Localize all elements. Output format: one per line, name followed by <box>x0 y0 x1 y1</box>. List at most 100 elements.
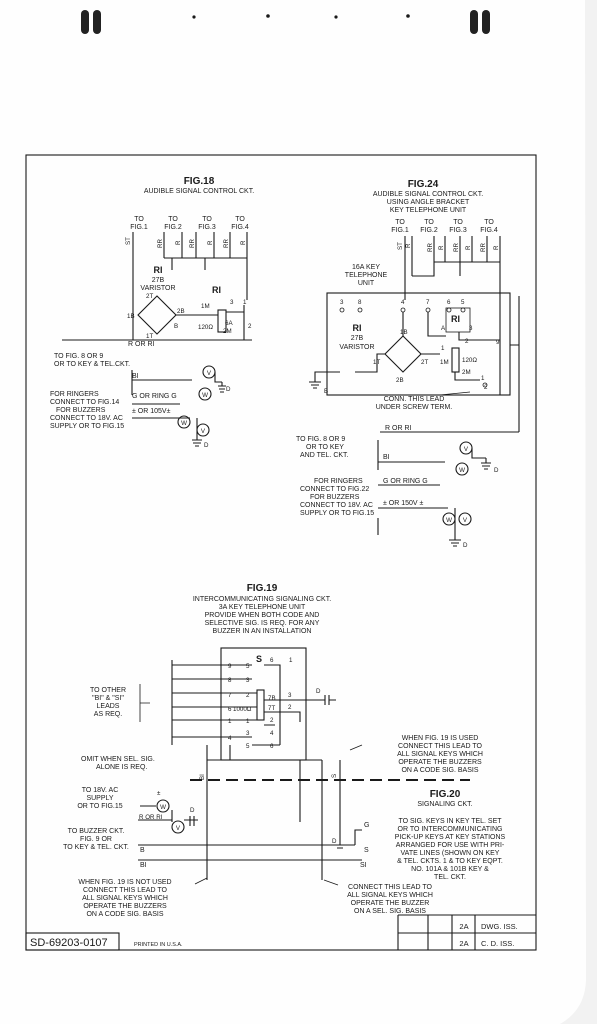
fig20-group: FIG.20 SIGNALING CKT. TO 18V. AC SUPPLY … <box>63 787 505 918</box>
printed-label: PRINTED IN U.S.A. <box>134 942 183 948</box>
fig19-inner-pin: 3 <box>246 677 250 684</box>
fig24-terminal: 5 <box>461 299 465 306</box>
fig24-output-leads <box>377 440 448 535</box>
fig19-d: D <box>316 688 321 695</box>
fig19-coil <box>256 689 265 721</box>
fig19-pin: 8 <box>228 677 232 684</box>
fig24-r1-relay: RI <box>451 314 460 324</box>
fig19-when-used: OPERATE THE BUZZERS <box>398 759 482 766</box>
fig20-sig-keys: TEL. CKT. <box>434 874 466 881</box>
revision-code: 2A <box>459 922 468 931</box>
fig19-capacitor <box>310 695 336 705</box>
fig24-screw <box>339 307 345 313</box>
revision-label: C. D. ISS. <box>481 939 514 948</box>
fig19-right-pin: 2 <box>270 717 274 724</box>
fig19-inner-pin: 1 <box>246 718 250 725</box>
fig19-other-leads: LEADS <box>97 703 120 710</box>
fig18-terminal: 2T <box>146 293 153 300</box>
fig18-v2: V <box>201 428 206 435</box>
binder-hole-2 <box>93 10 101 34</box>
fig24-to-label: FIG.2 <box>420 227 438 234</box>
fig24-to-label: TO <box>424 219 434 226</box>
fig18-r1: RI <box>154 265 163 275</box>
fig20-input-wiring <box>138 805 198 826</box>
fig24-lead-wires <box>404 236 501 300</box>
drawing-number: SD-69203-0107 <box>30 937 108 949</box>
fig24-lead-label: R <box>405 243 412 248</box>
fig24-w: W <box>459 467 465 474</box>
fig24-ringers: SUPPLY OR TO FIG.15 <box>300 510 374 517</box>
fig24-varistor: VARISTOR <box>339 344 374 351</box>
fig20-not-used: ALL SIGNAL KEYS WHICH <box>82 895 168 902</box>
fig19-inner-pin: 2 <box>246 692 250 699</box>
fig24-terminal: 6 <box>447 299 451 306</box>
fig24-unit: TELEPHONE <box>345 272 388 279</box>
fig18-lead-bi: BI <box>132 373 139 380</box>
fig18-varistor-bridge <box>137 295 177 335</box>
fig24-terminal: 2B <box>396 377 404 384</box>
fig18-terminal: 3 <box>230 299 234 306</box>
fig24-terminal: 2M <box>462 369 471 376</box>
punch-mark <box>406 14 410 18</box>
fig20-not-used: OPERATE THE BUZZERS <box>83 903 167 910</box>
fig18-to-label: TO <box>235 216 245 223</box>
fig24-ground-2 <box>449 508 461 547</box>
fig19-s-lead: S <box>331 774 338 778</box>
fig20-wattmeter <box>156 799 170 813</box>
fig19-internal-wiring <box>172 664 310 746</box>
fig24-unit: UNIT <box>358 280 375 287</box>
binder-hole-1 <box>81 10 89 34</box>
revision-grid <box>397 914 536 950</box>
fig18-to-label: FIG.1 <box>130 224 148 231</box>
fig24-varistor-code: 27B <box>351 335 364 342</box>
fig20-sig-keys: & TEL. CKTS. 1 & TO KEY EQPT. <box>397 858 503 865</box>
fig20-arrow-right <box>323 879 339 886</box>
fig19-subtitle: BUZZER IN AN INSTALLATION <box>213 628 312 635</box>
fig19-out-pin: 2 <box>288 704 292 711</box>
fig19-group: FIG.19 INTERCOMMUNICATING SIGNALING CKT.… <box>81 583 483 860</box>
fig19-other-leads: "BI" & "SI" <box>92 695 124 702</box>
fig18-group: FIG.18 AUDIBLE SIGNAL CONTROL CKT. TO FI… <box>50 176 254 449</box>
fig19-right-pin: 6 <box>270 743 274 750</box>
fig19-right-pin: 7T <box>268 705 275 712</box>
fig24-note-key: OR TO KEY <box>306 444 344 451</box>
fig20-sig-keys: ARRANGED FOR USE WITH PRI- <box>396 842 505 849</box>
fig24-unit-box <box>326 292 511 396</box>
fig19-subtitle: PROVIDE WHEN BOTH CODE AND <box>205 612 320 619</box>
fig24-terminal: 1 <box>481 375 485 382</box>
fig19-pin: 4 <box>228 735 232 742</box>
fig24-lead-label: R <box>465 245 472 250</box>
fig19-inner-pin: 3 <box>246 730 250 737</box>
fig18-to-label: FIG.2 <box>164 224 182 231</box>
fig24-ground-b <box>309 371 340 389</box>
fig18-varistor-code: 27B <box>152 277 165 284</box>
fig18-bus <box>164 257 248 300</box>
fig24-terminal: 1B <box>400 329 408 336</box>
fig20-b-lead: B <box>140 847 145 854</box>
fig24-ringers: CONNECT TO 18V. AC <box>300 502 373 509</box>
fig24-terminal: 9 <box>496 339 500 346</box>
fig24-lead-150: ± OR 150V ± <box>383 500 424 507</box>
fig24-voltmeter-2 <box>458 512 472 526</box>
fig19-pin: 9 <box>228 663 232 670</box>
fig18-note-key2: OR TO KEY & TEL.CKT. <box>54 361 130 368</box>
fig24-note-key: TO FIG. 8 OR 9 <box>296 436 345 443</box>
fig24-terminal: 1M <box>440 359 449 366</box>
fig18-resistor: 120Ω <box>198 324 213 331</box>
fig24-screw <box>357 307 363 313</box>
fig20-connect-sel: OPERATE THE BUZZER <box>351 900 430 907</box>
fig24-subtitle: KEY TELEPHONE UNIT <box>390 207 467 214</box>
fig24-terminal: 1 <box>441 345 445 352</box>
fig20-r-lead: R OR RI <box>139 814 163 821</box>
fig18-d2: D <box>204 442 209 449</box>
fig19-when-used: WHEN FIG. 19 IS USED <box>402 735 479 742</box>
fig18-to-label: TO <box>202 216 212 223</box>
fig24-terminal: 2 <box>484 384 488 391</box>
fig18-wattmeter <box>198 387 212 401</box>
fig24-terminal: 2T <box>421 359 428 366</box>
fig24-varistor-bridge <box>384 335 422 373</box>
fig19-right-pin: 1 <box>289 657 293 664</box>
fig20-v: V <box>176 825 181 832</box>
fig24-to-label: TO <box>484 219 494 226</box>
